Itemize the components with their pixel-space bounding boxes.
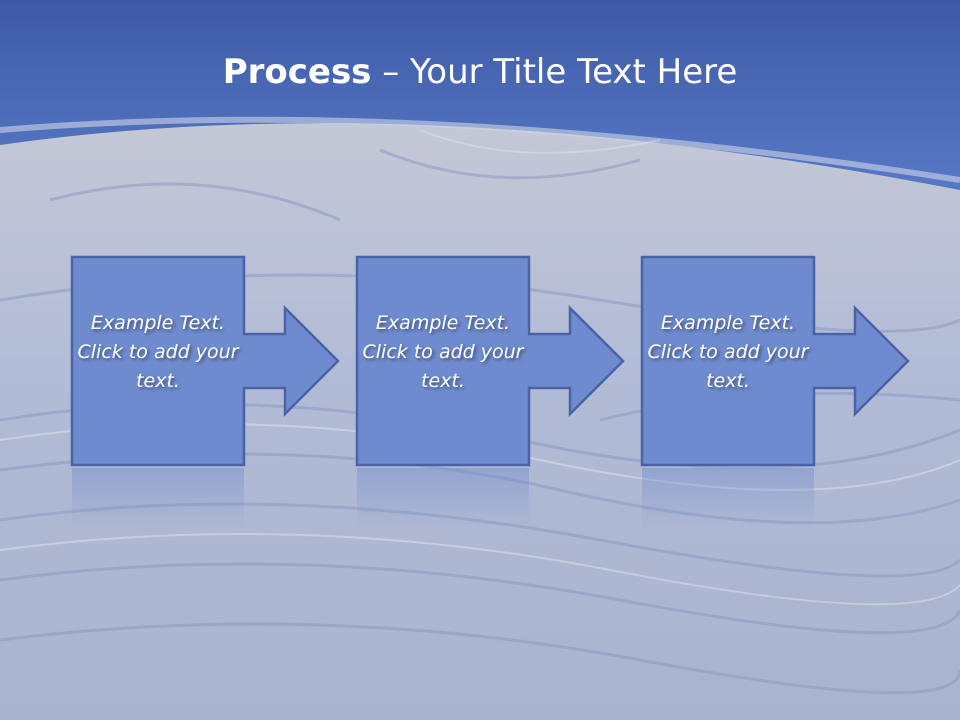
step-text[interactable]: Example Text. Click to add your text.: [362, 312, 524, 392]
step-reflection: [642, 468, 814, 528]
step-text[interactable]: Example Text. Click to add your text.: [647, 312, 809, 392]
slide-title[interactable]: Process – Your Title Text Here: [0, 52, 960, 92]
step-text[interactable]: Example Text. Click to add your text.: [77, 312, 239, 392]
process-step-2[interactable]: Example Text. Click to add your text.: [355, 255, 627, 467]
arrow-box-shape: [70, 255, 340, 467]
arrow-box-shape: [640, 255, 910, 467]
arrow-box-shape: [355, 255, 625, 467]
title-bold: Process: [222, 52, 372, 92]
process-step-3[interactable]: Example Text. Click to add your text.: [640, 255, 912, 467]
process-step-1[interactable]: Example Text. Click to add your text.: [70, 255, 342, 467]
title-rest: – Your Title Text Here: [371, 52, 738, 92]
step-reflection: [357, 468, 529, 528]
step-reflection: [72, 468, 244, 528]
